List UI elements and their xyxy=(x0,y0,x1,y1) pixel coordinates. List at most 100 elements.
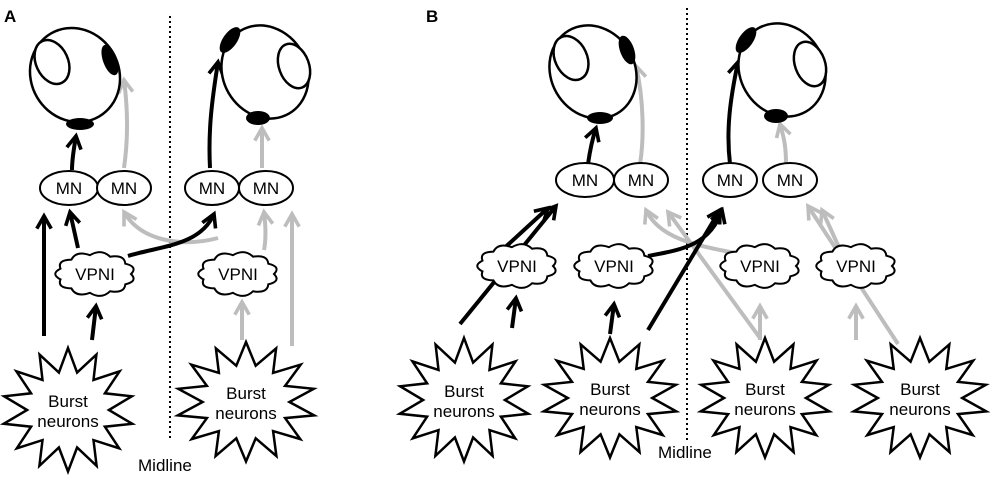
panel-b: B Midline xyxy=(395,7,991,466)
mn-b-3: MN xyxy=(702,162,758,198)
iris xyxy=(792,40,828,88)
iris xyxy=(552,34,590,82)
muscle-insertion xyxy=(587,112,613,124)
burst-label-line1: Burst xyxy=(226,384,266,403)
inactive-arrow-mn-to-eye-left xyxy=(630,62,648,165)
midline-label-b: Midline xyxy=(658,443,712,462)
vpni-label: VPNI xyxy=(75,265,115,284)
inactive-pathways-a xyxy=(116,76,301,346)
iris xyxy=(276,42,312,90)
vpni-b-1: VPNI xyxy=(476,243,557,289)
panel-b-label: B xyxy=(426,7,438,26)
vpni-cloud-shape xyxy=(573,243,654,289)
active-arrow-mn-to-eye-left xyxy=(65,132,83,171)
mn-label: MN xyxy=(628,171,654,190)
burst-label-line2: neurons xyxy=(215,404,276,423)
muscle-insertion xyxy=(246,111,270,125)
burst-shape xyxy=(849,334,991,461)
mn-b-1: MN xyxy=(555,162,615,198)
vpni-label: VPNI xyxy=(218,265,258,284)
vpni-cloud-shape xyxy=(54,251,135,297)
burst-shape xyxy=(539,334,681,461)
burst-label-line2: neurons xyxy=(37,412,98,431)
panel-a-label: A xyxy=(4,7,16,26)
midline-label-a: Midline xyxy=(138,456,192,475)
burst-label-line2: neurons xyxy=(433,402,494,421)
vpni-a-left: VPNI xyxy=(54,251,135,297)
eye-right-a xyxy=(219,24,312,125)
panel-a: A Midline xyxy=(0,7,319,476)
burst-shape xyxy=(696,334,834,461)
burst-label-line1: Burst xyxy=(48,392,88,411)
burst-label-line1: Burst xyxy=(900,380,940,399)
burst-label-line1: Burst xyxy=(745,380,785,399)
burst-label-line2: neurons xyxy=(889,400,950,419)
inactive-arrow-mn-to-eye-left xyxy=(116,76,135,169)
vpni-label: VPNI xyxy=(836,257,876,276)
active-arrow-mn-to-eye-right xyxy=(726,58,745,165)
vpni-a-right: VPNI xyxy=(197,251,278,297)
active-arrow-burst-1-to-vpni-1 xyxy=(505,294,524,329)
vpni-cloud-shape xyxy=(815,243,896,289)
mn-b-4: MN xyxy=(762,162,818,198)
mn-a-2: MN xyxy=(96,170,152,206)
vpni-cloud-shape xyxy=(719,243,800,289)
vpni-cloud-shape xyxy=(197,251,278,297)
eye-left-a xyxy=(28,26,122,130)
mn-label: MN xyxy=(111,179,137,198)
inactive-arrow-burst-3-to-mn-2 xyxy=(665,209,762,340)
active-arrow-vpni-to-mn-left xyxy=(63,208,82,249)
eye-right-b xyxy=(735,22,828,123)
burst-shape xyxy=(173,338,319,465)
muscle-insertion xyxy=(101,44,119,76)
burst-label-line2: neurons xyxy=(579,400,640,419)
inactive-arrow-vpni-3-to-mn-2 xyxy=(643,206,741,256)
vpni-label: VPNI xyxy=(497,257,537,276)
active-pathways-a xyxy=(35,58,225,341)
inactive-arrow-vpni-to-mn-right xyxy=(256,208,275,251)
active-arrow-burst-to-vpni-left xyxy=(85,302,104,341)
mn-label: MN xyxy=(717,171,743,190)
mn-a-1: MN xyxy=(39,170,99,206)
mn-label: MN xyxy=(777,171,803,190)
vpni-b-2: VPNI xyxy=(573,243,654,289)
mn-label: MN xyxy=(199,179,225,198)
mn-label: MN xyxy=(56,179,82,198)
active-arrow-vpni-1-to-mn-1 xyxy=(498,205,551,254)
burst-shape xyxy=(0,344,137,476)
burst-label-line1: Burst xyxy=(444,382,484,401)
mn-label: MN xyxy=(572,171,598,190)
active-arrow-vpni-left-to-mn-right xyxy=(127,210,218,258)
mn-label: MN xyxy=(253,179,279,198)
muscle-insertion xyxy=(618,35,636,65)
burst-label-line2: neurons xyxy=(734,400,795,419)
active-arrow-mn-to-eye-left xyxy=(583,124,601,165)
vpni-cloud-shape xyxy=(476,243,557,289)
iris xyxy=(33,38,71,86)
eye-left-b xyxy=(548,24,638,124)
vpni-label: VPNI xyxy=(740,257,780,276)
burst-label-line1: Burst xyxy=(590,380,630,399)
mn-a-3: MN xyxy=(184,170,240,206)
inactive-arrow-mn-to-eye-right xyxy=(774,120,792,165)
active-arrow-burst-2-to-vpni-2 xyxy=(603,300,622,335)
burst-shape xyxy=(395,334,533,466)
muscle-insertion xyxy=(219,27,241,53)
muscle-insertion xyxy=(66,118,94,130)
vpni-b-3: VPNI xyxy=(719,243,800,289)
active-arrow-mn-to-eye-right xyxy=(207,58,225,169)
muscle-insertion xyxy=(735,27,757,53)
active-arrow-burst-2-to-mn-3 xyxy=(646,206,722,332)
mn-a-4: MN xyxy=(238,170,294,206)
inactive-arrow-vpni-right-to-mn-left xyxy=(122,208,219,245)
vpni-b-4: VPNI xyxy=(815,243,896,289)
muscle-insertion xyxy=(764,109,788,123)
mn-b-2: MN xyxy=(613,162,669,198)
